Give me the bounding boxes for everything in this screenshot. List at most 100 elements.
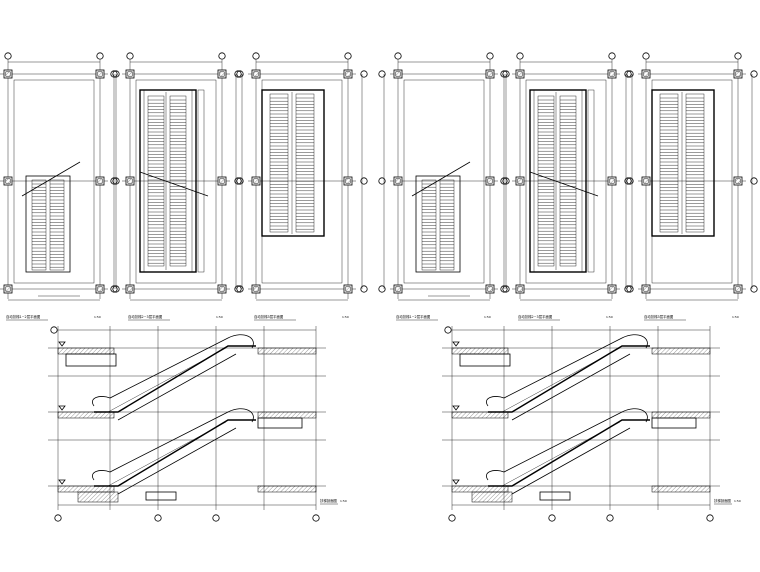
column-core — [253, 178, 259, 184]
escalator-section-view — [442, 326, 720, 522]
column-core — [517, 71, 523, 77]
axis-bubble-icon — [750, 70, 758, 78]
axis-bubble-icon — [642, 52, 650, 60]
escalator-upper-handrail — [486, 334, 648, 407]
axis-bubble-icon — [312, 514, 320, 522]
column-core — [127, 71, 133, 77]
axis-bubble-icon — [236, 70, 244, 78]
section-scale: 1:50 — [734, 499, 741, 503]
plan-caption: 自动扶梯1~2层平面图 — [6, 314, 41, 319]
axis-bubble-icon — [360, 70, 368, 78]
structural-column-icon — [393, 176, 403, 186]
column-core — [643, 286, 649, 292]
escalator-body — [25, 175, 71, 273]
structural-column-icon — [485, 69, 495, 79]
structural-column-icon — [607, 69, 617, 79]
column-core — [345, 286, 351, 292]
escalator-upper-step-line — [107, 347, 227, 413]
axis-bubble-icon — [234, 285, 242, 293]
structural-column-icon — [641, 176, 651, 186]
axis-bubble-icon — [394, 52, 402, 60]
plan-caption: 自动扶梯1~2层平面图 — [396, 314, 431, 319]
escalator-lane — [685, 93, 705, 233]
axis-bubble-icon — [4, 52, 12, 60]
axis-bubble-icon — [608, 52, 616, 60]
axis-bubble-icon — [234, 177, 242, 185]
column-core — [219, 286, 225, 292]
axis-bubble-icon — [626, 70, 634, 78]
section-scale: 1:50 — [340, 499, 347, 503]
escalator-pit — [65, 353, 117, 367]
elevation-marker-icon — [452, 479, 460, 485]
shaft-outline — [135, 79, 217, 284]
escalator-lane — [169, 95, 187, 267]
escalator-lane — [659, 93, 679, 233]
structural-column-icon — [515, 69, 525, 79]
section-caption: 扶梯剖面图 — [714, 498, 732, 503]
structural-column-icon — [217, 176, 227, 186]
axis-bubble-icon — [500, 70, 508, 78]
section-caption: 扶梯剖面图 — [320, 498, 338, 503]
escalator-pit — [651, 417, 697, 429]
column-core — [219, 71, 225, 77]
structural-column-icon — [485, 284, 495, 294]
axis-bubble-icon — [218, 52, 226, 60]
structural-column-icon — [217, 284, 227, 294]
axis-bubble-icon — [448, 514, 456, 522]
break-line — [529, 171, 599, 197]
axis-bubble-icon — [110, 177, 118, 185]
column-core — [5, 178, 11, 184]
floor-slab — [451, 411, 509, 419]
structural-column-icon — [343, 284, 353, 294]
axis-bubble-icon — [54, 514, 62, 522]
structural-column-icon — [125, 69, 135, 79]
column-core — [395, 286, 401, 292]
escalator-upper-step-line — [501, 347, 621, 413]
escalator-pit — [77, 491, 119, 503]
floor-slab — [451, 347, 509, 355]
plan-scale: 1:50 — [342, 315, 349, 319]
structural-column-icon — [393, 284, 403, 294]
column-core — [5, 286, 11, 292]
escalator-lower-truss — [488, 419, 650, 487]
structural-column-icon — [393, 69, 403, 79]
escalator-plan-view — [378, 52, 510, 301]
escalator-plan-view — [0, 52, 120, 301]
shaft-outline — [403, 79, 485, 284]
axis-bubble-icon — [750, 177, 758, 185]
escalator-steps — [660, 97, 678, 230]
structural-column-icon — [125, 176, 135, 186]
elevation-marker-icon — [58, 405, 66, 411]
axis-bubble-icon — [500, 177, 508, 185]
structural-column-icon — [343, 176, 353, 186]
shaft-outline — [525, 79, 607, 284]
column-core — [609, 178, 615, 184]
axis-bubble-icon — [154, 514, 162, 522]
escalator-steps — [148, 99, 164, 264]
structural-column-icon — [3, 69, 13, 79]
escalator-pit — [459, 353, 511, 367]
side-wall — [587, 89, 595, 273]
elevation-marker-icon — [58, 479, 66, 485]
break-line — [21, 161, 81, 197]
column-core — [735, 178, 741, 184]
column-core — [517, 178, 523, 184]
axis-bubble-icon — [252, 52, 260, 60]
plan-scale: 1:50 — [484, 315, 491, 319]
axis-bubble-icon — [626, 285, 634, 293]
axis-bubble-icon — [606, 514, 614, 522]
structural-column-icon — [95, 176, 105, 186]
shaft-outline — [261, 79, 343, 284]
section-views — [48, 326, 720, 522]
structural-column-icon — [95, 69, 105, 79]
axis-bubble-icon — [110, 285, 118, 293]
escalator-steps — [50, 183, 64, 268]
axis-bubble-icon — [236, 285, 244, 293]
escalator-lower-step-line — [107, 421, 227, 487]
escalator-plan-view — [500, 52, 632, 301]
escalator-lane — [537, 95, 555, 267]
axis-bubble-icon — [96, 52, 104, 60]
column-core — [127, 178, 133, 184]
plan-scale: 1:50 — [606, 315, 613, 319]
structural-column-icon — [95, 284, 105, 294]
